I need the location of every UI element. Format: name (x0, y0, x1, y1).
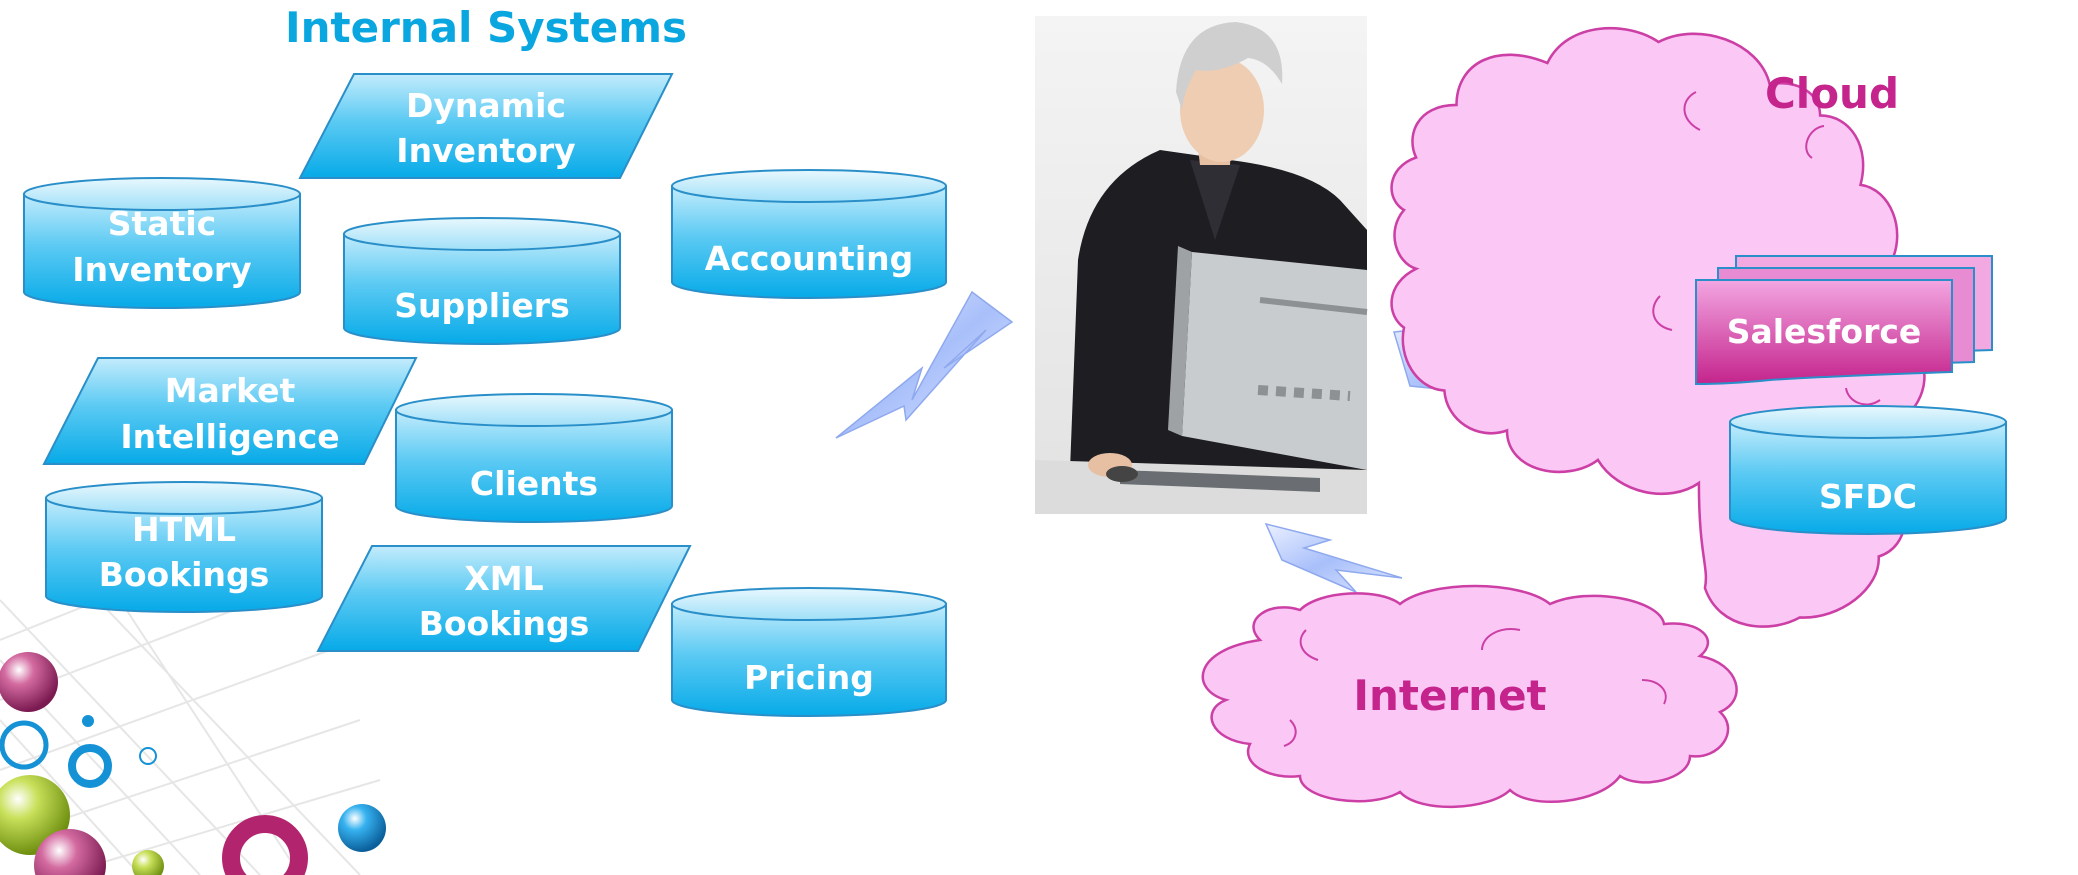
ball-purple-large (34, 829, 106, 875)
suppliers-label: Suppliers (394, 286, 569, 325)
ball-purple (0, 652, 58, 712)
user-photo (1035, 16, 1368, 514)
pricing-node: Pricing (671, 587, 947, 717)
salesforce-label: Salesforce (1727, 312, 1922, 351)
ring-blue-small (68, 744, 112, 788)
ring-blue (0, 720, 49, 770)
xml-bookings-line1: XML (464, 559, 543, 598)
arrow-internal-to-user (835, 290, 1014, 439)
internet-label: Internet (1353, 671, 1546, 720)
ball-green-small (132, 850, 164, 875)
dynamic-inventory-line2: Inventory (396, 131, 575, 170)
dynamic-inventory-line1: Dynamic (406, 86, 566, 125)
dynamic-inventory-node: Dynamic Inventory (298, 73, 674, 179)
cloud-label: Cloud (1765, 69, 1899, 118)
salesforce-node: Salesforce (1695, 255, 1993, 386)
xml-bookings-node: XML Bookings (316, 545, 692, 652)
decorative-corner (0, 559, 386, 875)
ring-outline (139, 747, 157, 765)
html-bookings-line1: HTML (132, 510, 236, 549)
html-bookings-line2: Bookings (99, 555, 270, 594)
arrow-internet-to-user (1264, 522, 1403, 593)
accounting-node: Accounting (671, 169, 947, 299)
static-inventory-line2: Inventory (72, 250, 251, 289)
xml-bookings-line2: Bookings (419, 604, 590, 643)
accounting-label: Accounting (705, 239, 914, 278)
html-bookings-node: HTML Bookings (45, 481, 323, 613)
clients-label: Clients (470, 464, 598, 503)
ring-purple (222, 815, 308, 875)
market-intelligence-line2: Intelligence (120, 417, 339, 456)
static-inventory-node: Static Inventory (23, 177, 301, 309)
static-inventory-line1: Static (108, 204, 216, 243)
dot-blue (82, 715, 94, 727)
market-intelligence-node: Market Intelligence (42, 357, 418, 465)
market-intelligence-line1: Market (165, 371, 296, 410)
suppliers-node: Suppliers (343, 217, 621, 345)
clients-node: Clients (395, 393, 673, 523)
pricing-label: Pricing (744, 658, 874, 697)
sfdc-node: SFDC (1729, 405, 2007, 535)
internal-systems-title: Internal Systems (285, 3, 687, 52)
internet-cloud: Internet (1201, 584, 1738, 808)
ball-blue (338, 804, 386, 852)
sfdc-label: SFDC (1819, 477, 1917, 516)
